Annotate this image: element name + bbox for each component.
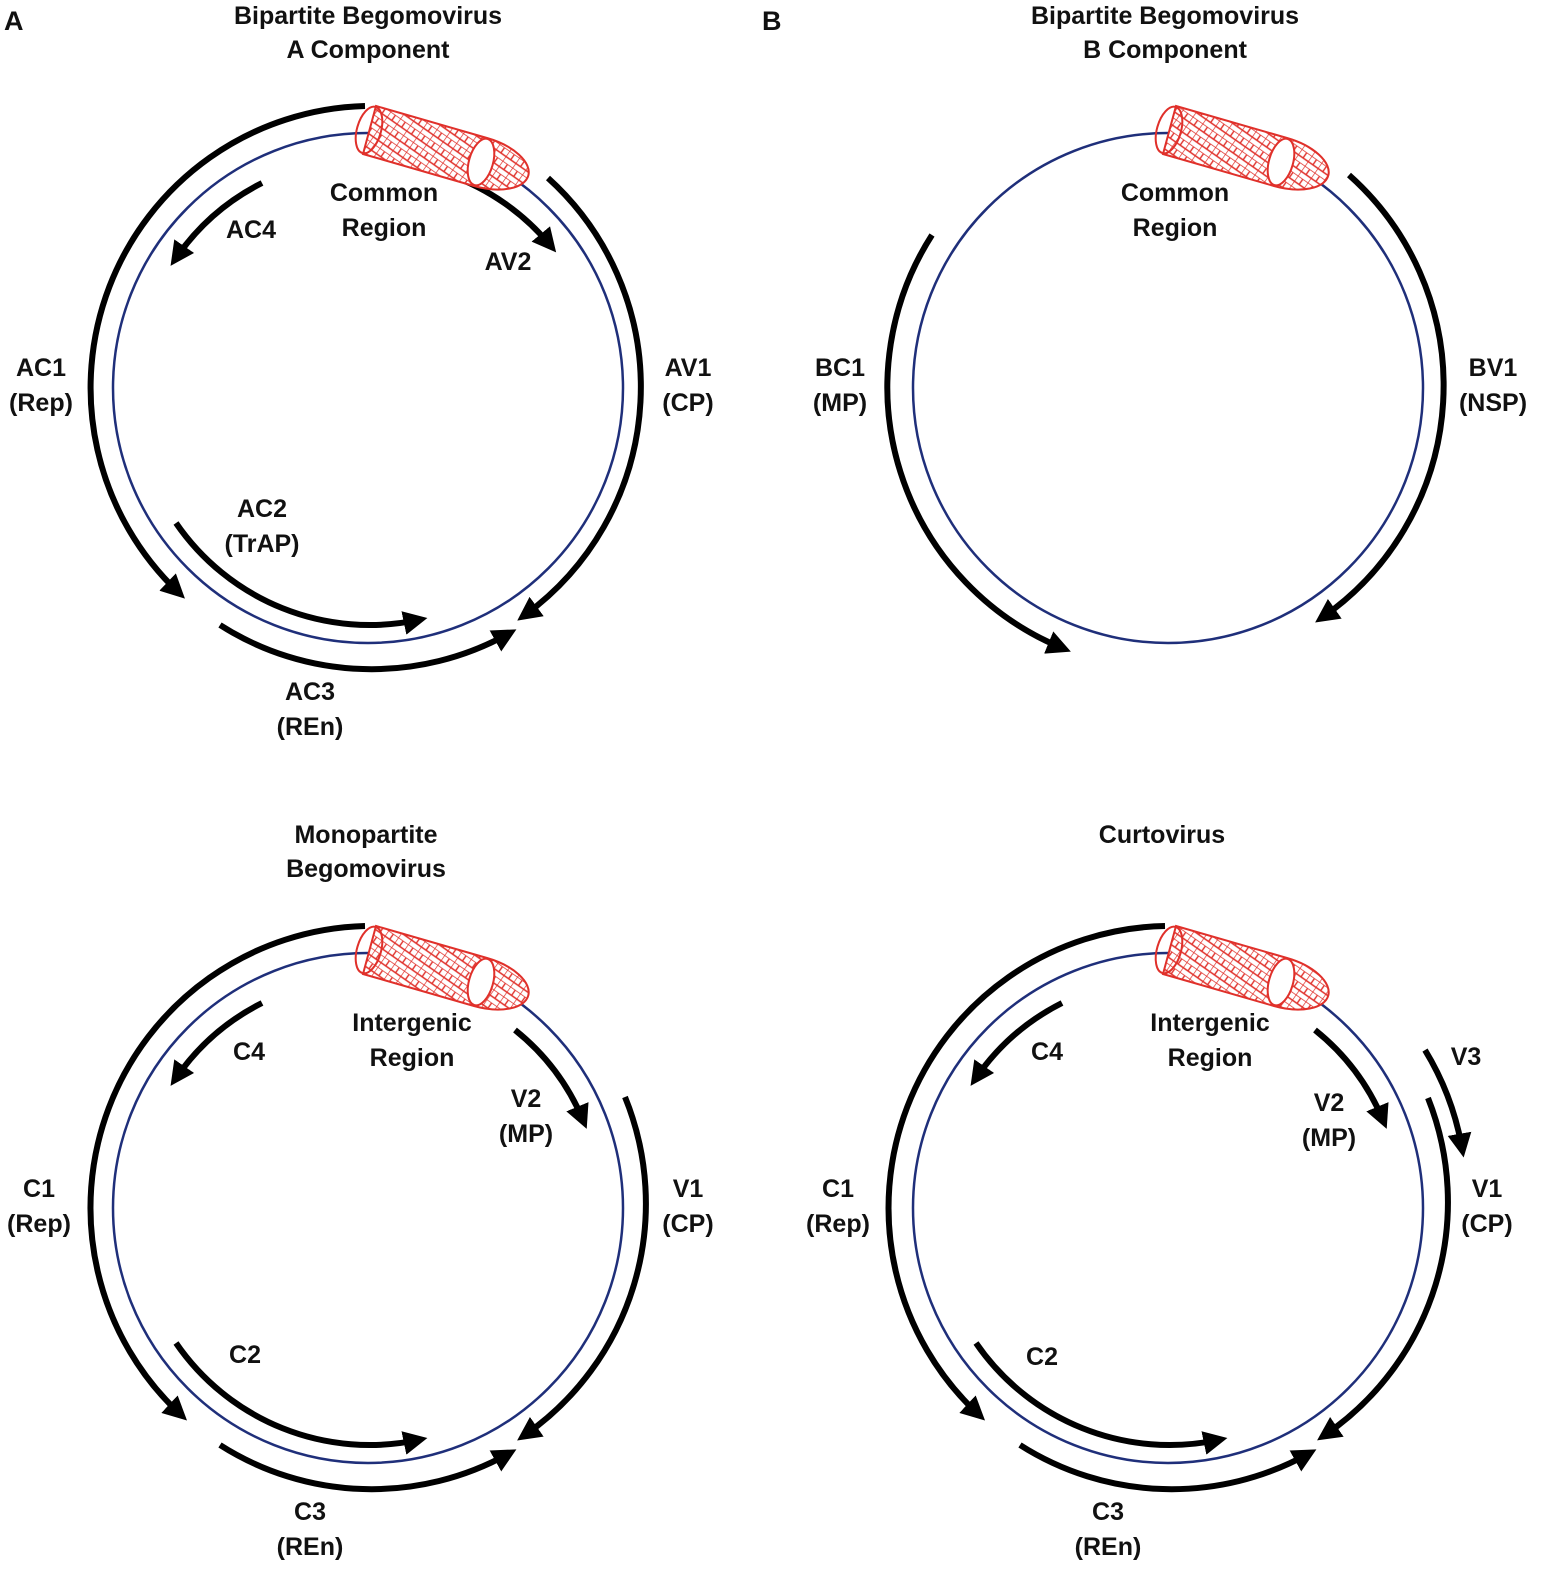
- orf-label-c4: C4: [1031, 1038, 1063, 1066]
- panel-title-line-2: A Component: [287, 36, 451, 64]
- region-label-line-2: Region: [1133, 214, 1218, 242]
- orf-arrow-ac1: [87, 103, 366, 599]
- intergenic-region-cylinder: [1154, 924, 1330, 1011]
- orf-label-c2: C2: [229, 1341, 261, 1369]
- orf-label-ac1-protein: (Rep): [9, 389, 73, 417]
- region-label-line-2: Region: [342, 214, 427, 242]
- common-region-cylinder: [354, 104, 530, 191]
- orf-arrow-c1: [87, 923, 366, 1421]
- orf-label-c3-protein: (REn): [277, 1533, 344, 1561]
- orf-label-ac1: AC1: [16, 354, 66, 382]
- orf-label-c1-protein: (Rep): [7, 1210, 71, 1238]
- orf-arrow-v2: [1313, 1027, 1389, 1129]
- genome-circle: [111, 131, 625, 645]
- region-label-line-1: Common: [330, 179, 438, 207]
- panel-title-line-1: Monopartite: [294, 821, 437, 849]
- orf-label-c4: C4: [233, 1038, 265, 1066]
- genome-circle: [911, 131, 1425, 645]
- orf-label-c2: C2: [1026, 1343, 1058, 1371]
- orf-label-c3: C3: [1092, 1498, 1124, 1526]
- orf-label-c3-protein: (REn): [1075, 1533, 1142, 1561]
- panel-letter: B: [762, 6, 782, 36]
- orf-label-ac2-protein: (TrAP): [225, 530, 300, 558]
- panel-monopartite: Monopartite Begomovirus Intergenic Regio…: [7, 821, 714, 1561]
- orf-arrow-bc1: [884, 233, 1071, 654]
- orf-arrows: [87, 923, 649, 1493]
- orf-label-bv1: BV1: [1469, 354, 1518, 382]
- orf-arrow-ac3: [218, 622, 517, 673]
- orf-arrow-v2: [513, 1027, 589, 1129]
- orf-arrow-v1: [1317, 1096, 1451, 1441]
- orf-label-v1-protein: (CP): [662, 1210, 713, 1238]
- intergenic-region-cylinder: [354, 924, 530, 1011]
- orf-arrow-bv1: [1315, 172, 1447, 623]
- orf-label-v1: V1: [673, 1175, 704, 1203]
- panel-title-line-1: Bipartite Begomovirus: [1031, 2, 1299, 30]
- orf-arrow-ac4: [170, 180, 264, 266]
- orf-label-v1: V1: [1472, 1175, 1503, 1203]
- orf-label-ac3-protein: (REn): [277, 713, 344, 741]
- panel-title-line-2: B Component: [1083, 36, 1248, 64]
- orf-arrows: [885, 923, 1472, 1493]
- orf-label-ac2: AC2: [237, 495, 287, 523]
- panel-curtovirus: Curtovirus Intergenic Region C4 V3 V2 (M…: [806, 821, 1513, 1561]
- orf-arrow-c4: [170, 1000, 264, 1086]
- panel-letter: A: [4, 6, 24, 36]
- orf-label-bc1: BC1: [815, 354, 865, 382]
- panel-title-line-2: Begomovirus: [286, 855, 446, 883]
- panel-a: A Bipartite Begomovirus A Component Comm…: [4, 2, 714, 741]
- orf-arrow-c2: [173, 1341, 428, 1455]
- orf-arrow-v3: [1422, 1048, 1472, 1158]
- orf-label-ac3: AC3: [285, 678, 335, 706]
- orf-label-av2: AV2: [485, 248, 532, 276]
- orf-label-bc1-protein: (MP): [813, 389, 867, 417]
- orf-label-v2-protein: (MP): [1302, 1124, 1356, 1152]
- orf-label-bv1-protein: (NSP): [1459, 389, 1527, 417]
- orf-arrow-v1: [517, 1095, 649, 1441]
- orf-label-v2: V2: [1314, 1089, 1345, 1117]
- orf-label-v2-protein: (MP): [499, 1120, 553, 1148]
- region-label-line-1: Common: [1121, 179, 1229, 207]
- region-label-line-1: Intergenic: [1150, 1009, 1270, 1037]
- orf-arrow-c1: [885, 923, 1166, 1421]
- orf-arrow-c3: [1018, 1442, 1317, 1493]
- orf-arrow-c3: [218, 1442, 517, 1493]
- orf-label-av1-protein: (CP): [662, 389, 713, 417]
- panel-title-line-1: Curtovirus: [1099, 821, 1225, 849]
- orf-label-v1-protein: (CP): [1461, 1210, 1512, 1238]
- orf-arrow-c4: [970, 1000, 1064, 1086]
- orf-label-c1-protein: (Rep): [806, 1210, 870, 1238]
- orf-label-v3: V3: [1451, 1043, 1482, 1071]
- orf-arrow-ac2: [173, 521, 428, 635]
- orf-label-c1: C1: [23, 1175, 55, 1203]
- panel-b: B Bipartite Begomovirus B Component Comm…: [762, 2, 1527, 654]
- orf-arrow-av1: [517, 175, 644, 621]
- region-label-line-1: Intergenic: [352, 1009, 472, 1037]
- orf-label-ac4: AC4: [226, 216, 276, 244]
- panel-title-line-1: Bipartite Begomovirus: [234, 2, 502, 30]
- orf-label-av1: AV1: [665, 354, 712, 382]
- orf-label-c3: C3: [294, 1498, 326, 1526]
- orf-label-c1: C1: [822, 1175, 854, 1203]
- region-label-line-2: Region: [1168, 1044, 1253, 1072]
- orf-arrows: [884, 172, 1447, 654]
- region-label-line-2: Region: [370, 1044, 455, 1072]
- orf-arrow-c2: [973, 1341, 1228, 1455]
- common-region-cylinder: [1154, 104, 1330, 191]
- orf-label-v2: V2: [511, 1085, 542, 1113]
